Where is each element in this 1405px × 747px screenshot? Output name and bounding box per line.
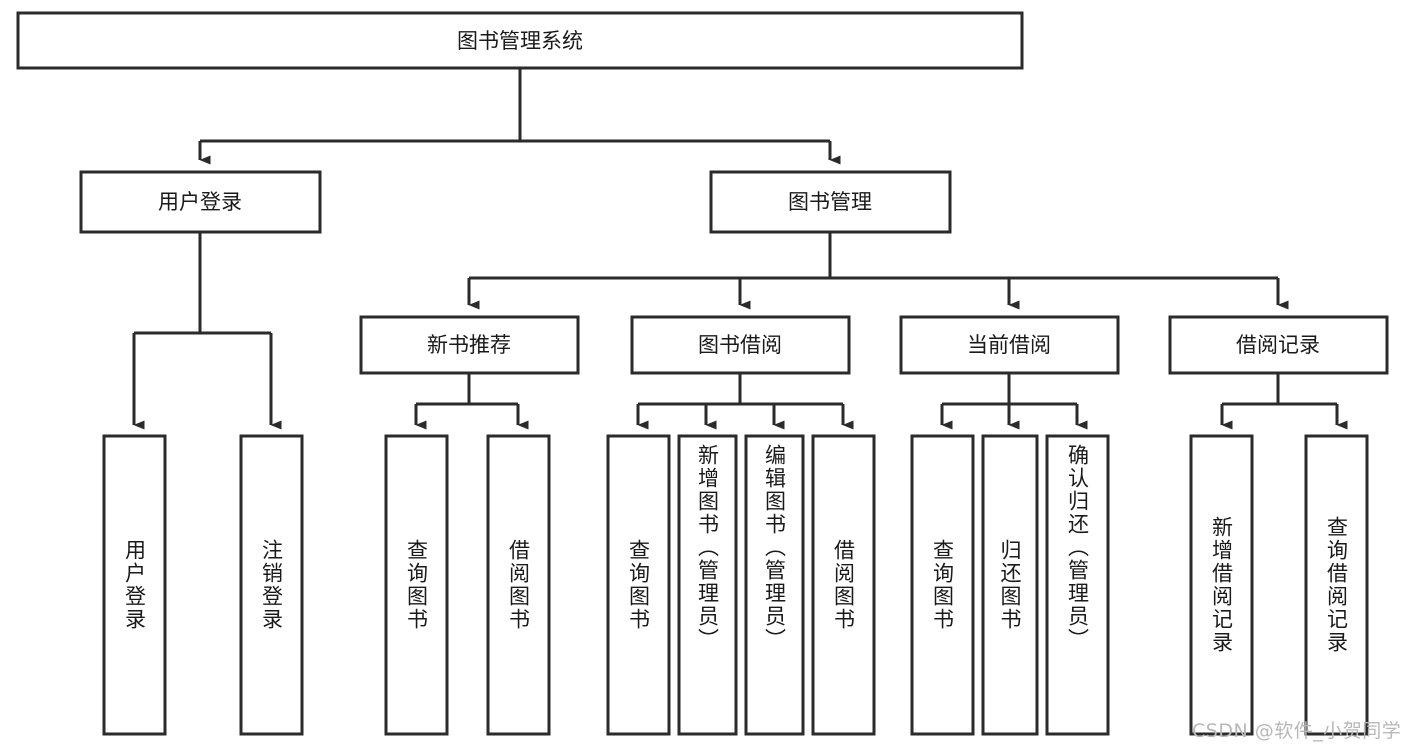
node-box-leaf-query-record[interactable]: [1304, 434, 1369, 736]
node-box-leaf-query-book-3[interactable]: [910, 434, 975, 736]
node-box-leaf-query-book-2[interactable]: [606, 434, 671, 736]
node-box-leaf-query-book-1[interactable]: [384, 434, 449, 736]
node-box-user-login[interactable]: [79, 170, 322, 234]
node-box-leaf-add-book[interactable]: [677, 434, 738, 736]
node-box-book-borrow[interactable]: [630, 315, 851, 375]
csdn-watermark: CSDN @软件_小贺同学: [1192, 720, 1402, 742]
node-box-current-borrow[interactable]: [899, 315, 1120, 375]
node-box-borrow-record[interactable]: [1168, 315, 1389, 375]
node-box-leaf-user-login[interactable]: [102, 434, 167, 736]
node-label-user-login: 用户登录: [158, 190, 242, 214]
node-label-book-borrow: 图书借阅: [698, 333, 782, 357]
node-label-new-book-recommend: 新书推荐: [427, 333, 511, 357]
node-layer: 图书管理系统 用户登录 图书管理 新书推荐 图书借阅 当前借阅 借阅记录: [16, 11, 1389, 736]
node-box-leaf-borrow-book-1[interactable]: [486, 434, 551, 736]
connector-layer: [132, 68, 1348, 430]
node-label-borrow-record: 借阅记录: [1236, 333, 1320, 357]
node-label-root: 图书管理系统: [457, 29, 583, 53]
node-box-leaf-return-book[interactable]: [981, 434, 1039, 736]
node-box-leaf-edit-book[interactable]: [744, 434, 805, 736]
node-label-book-management: 图书管理: [788, 190, 872, 214]
node-box-new-book-recommend[interactable]: [359, 315, 580, 375]
node-box-leaf-confirm-return[interactable]: [1045, 434, 1110, 736]
node-box-leaf-add-record[interactable]: [1189, 434, 1254, 736]
node-box-leaf-user-logout[interactable]: [239, 434, 304, 736]
node-box-book-management[interactable]: [709, 170, 952, 234]
node-box-leaf-borrow-book-2[interactable]: [811, 434, 876, 736]
node-label-current-borrow: 当前借阅: [967, 333, 1051, 357]
node-box-root[interactable]: [16, 11, 1024, 70]
